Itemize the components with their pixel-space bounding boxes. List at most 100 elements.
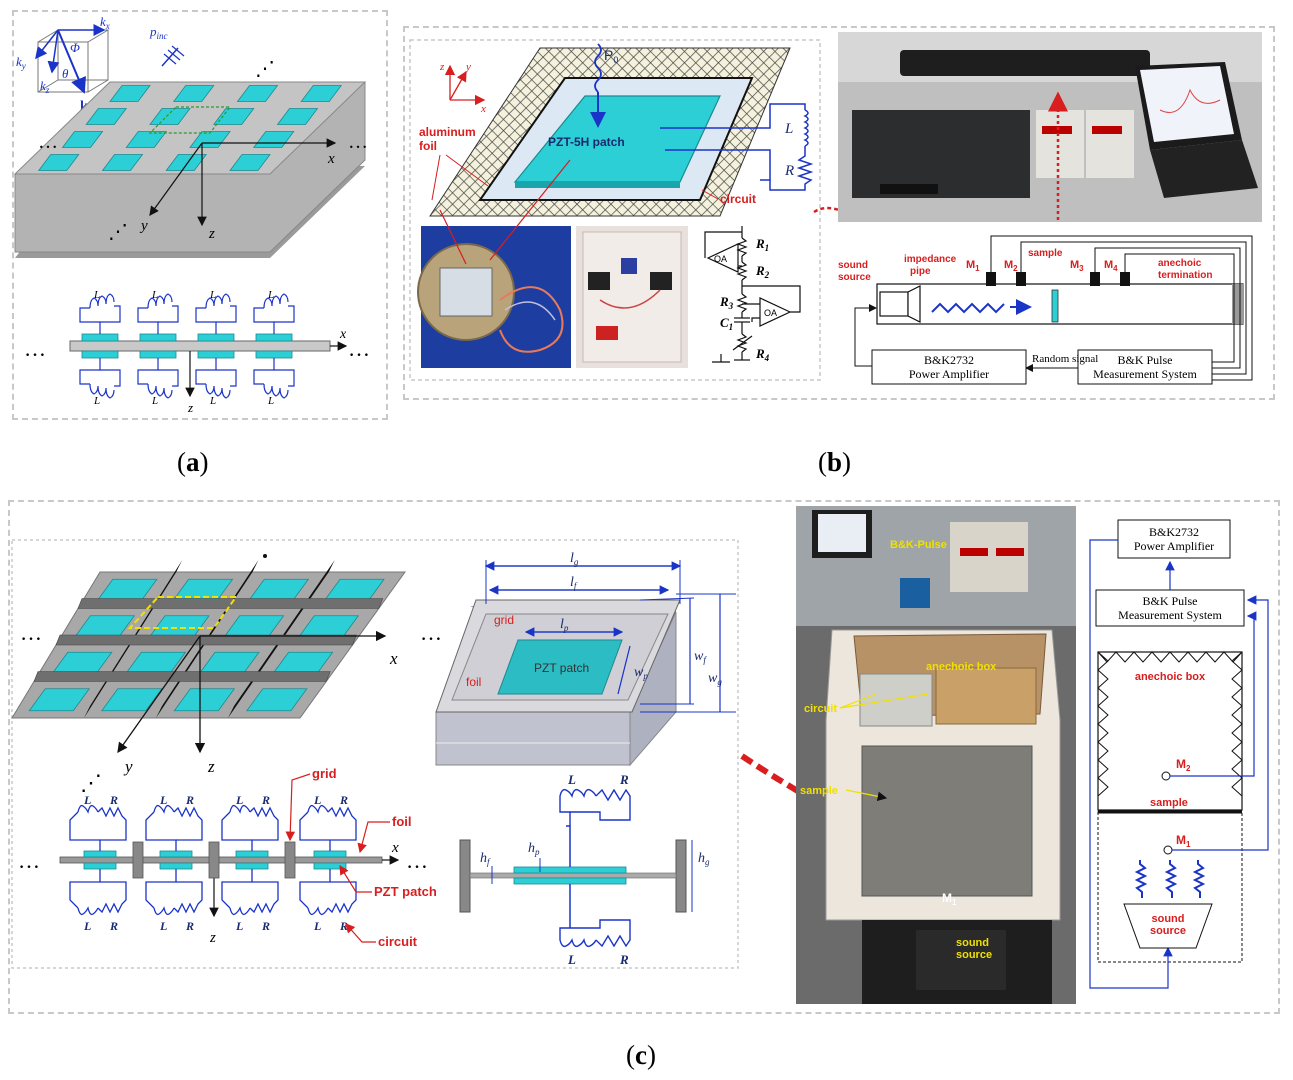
inductor-icon (263, 383, 289, 399)
ellipsis-top: ⋰ (255, 58, 275, 80)
grid-bar-side (132, 841, 144, 879)
patch (101, 154, 144, 171)
c-axis-y: y (123, 757, 133, 776)
b-impedance-label: impedance (904, 254, 957, 265)
c-amp-line2: Power Amplifier (1134, 539, 1214, 553)
resistor-icon (173, 881, 203, 914)
b-pulse-line1: B&K Pulse (1117, 353, 1172, 367)
incident-wave-icon (161, 47, 179, 67)
patch (172, 85, 215, 102)
caption-b: (b) (818, 447, 852, 477)
inductor-icon (229, 906, 251, 916)
c-amp-line1: B&K2732 (1149, 525, 1199, 539)
patch (300, 85, 343, 102)
ellipsis-side-left: … (24, 336, 46, 361)
foil-label: foil (419, 139, 437, 153)
caption-a: (a) (177, 447, 209, 477)
c-grid-label-3d: grid (494, 613, 514, 627)
side-axis-x: x (339, 327, 347, 342)
grid-bar (33, 671, 331, 682)
inductor-icon (89, 383, 115, 399)
patches-c (28, 578, 385, 712)
R-label: R (185, 919, 194, 933)
c-circuit-label: circuit (378, 934, 418, 949)
resistor-icon (570, 919, 631, 948)
patch (61, 131, 104, 148)
photo-sample-label: sample (800, 785, 838, 797)
resistor-R (769, 146, 814, 191)
patch (149, 108, 191, 125)
resistor-icon (570, 788, 631, 821)
inductor-icon (205, 293, 231, 309)
pinc-label: pinc (149, 24, 168, 41)
c1-label: C1 (720, 315, 733, 332)
oa1-label: OA (714, 254, 727, 264)
c-pulse-line1: B&K Pulse (1142, 594, 1197, 608)
resistor-icon (97, 806, 127, 841)
L-label: L (151, 289, 158, 301)
c-sample-label: sample (1150, 797, 1188, 809)
c-ellipsis-right: … (420, 620, 442, 645)
b-pipe-label: pipe (910, 266, 931, 277)
L-label: L (235, 919, 243, 933)
L-label: L (567, 952, 576, 967)
p0-label: P0 (604, 47, 618, 65)
ellipsis-bottom: ⋰ (108, 221, 128, 243)
photo-circuit-label: circuit (804, 703, 837, 715)
patch (212, 108, 255, 125)
L-label: L (159, 793, 167, 807)
c-box-label: anechoic box (1135, 671, 1206, 683)
side-plate (69, 340, 331, 352)
resistor-icon (249, 806, 279, 841)
inductor-icon (307, 906, 329, 916)
r3-label: R3 (719, 294, 734, 311)
r4-label: R4 (755, 346, 770, 363)
nic-schematic (704, 226, 801, 363)
b-m2-label: M2 (1004, 259, 1018, 273)
grid-bar (55, 634, 357, 646)
b-amp-line1: B&K2732 (924, 353, 974, 367)
wp-label: wp (634, 665, 648, 681)
patch (236, 85, 279, 102)
resistor-icon (97, 881, 127, 914)
lf-label: lf (570, 575, 578, 591)
panel-b-inner-frame (409, 39, 821, 381)
ellipsis-right: … (348, 131, 368, 153)
inductor-icon (147, 383, 173, 399)
unit-cell-3d (435, 560, 736, 767)
resistor-icon (173, 806, 203, 841)
b-amp-line2: Power Amplifier (909, 367, 989, 381)
patch (276, 108, 319, 125)
c-side-ellipsis-right: … (406, 848, 428, 873)
inductor-icon (89, 293, 115, 309)
L-label: L (267, 395, 274, 407)
L-label: L (93, 395, 100, 407)
b-axis-x: x (480, 103, 486, 115)
R-label: R (619, 952, 629, 967)
L-label: L (83, 919, 91, 933)
grid-bars-c (33, 560, 384, 718)
b-R-label: R (784, 163, 794, 179)
inductor-icon (559, 937, 597, 948)
R-label: R (109, 793, 118, 807)
c-axis-z: z (207, 757, 215, 776)
patch (37, 154, 80, 171)
c-side-foil (59, 856, 383, 864)
theta-label: θ (62, 66, 69, 81)
photo-m1-label: M1 (942, 891, 957, 907)
impedance-tube-schematic (854, 235, 1253, 385)
c-m1-label: M1 (1176, 833, 1191, 849)
panel-c: x y z … … ⋰ lg lf lp wp wf wg grid foil … (11, 506, 1269, 1004)
panel-c-inner-frame (11, 539, 739, 969)
patch (246, 688, 308, 712)
hg-label: hg (698, 851, 710, 867)
panel-a: kx ky kz Φ θ k0 pinc x y z ⋰ … … ⋰ … … x… (13, 14, 370, 415)
c-foil-label: foil (392, 814, 412, 829)
b-pulse-line2: Measurement System (1093, 367, 1197, 381)
caption-c: (c) (626, 1040, 656, 1070)
inductor-icon (153, 906, 175, 916)
b-m4-label: M4 (1104, 259, 1118, 273)
inductor-icon (205, 383, 231, 399)
R-label: R (339, 919, 348, 933)
c-grid-label: grid (312, 766, 337, 781)
